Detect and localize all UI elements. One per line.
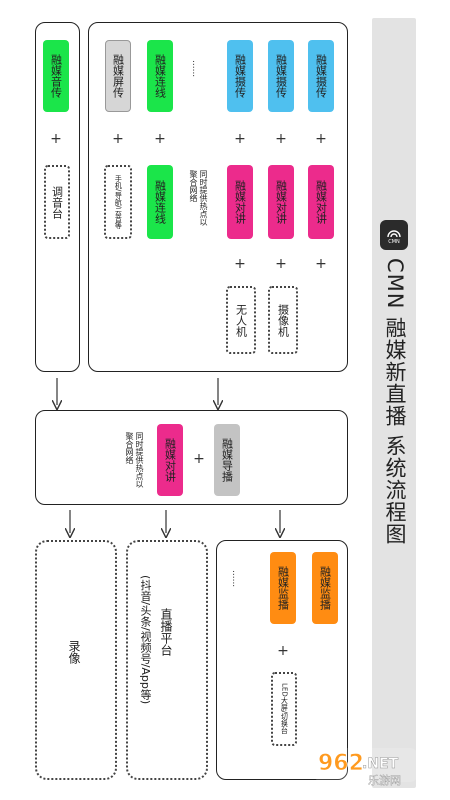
record-panel (35, 540, 117, 780)
box-rongmei-daobo: 融媒导播 (214, 424, 240, 496)
left-panel (35, 22, 80, 372)
plus-icon: + (234, 131, 246, 147)
cmn-logo: CMN (380, 220, 408, 250)
plus-icon: + (275, 131, 287, 147)
box-rongmei-lianxian-1: 融媒连线 (147, 40, 173, 112)
box-rongmei-shechuan-3: 融媒摄传 (227, 40, 253, 112)
box-rongmei-lianxian-2: 融媒连线 (147, 165, 173, 239)
plus-icon: + (50, 131, 62, 147)
plus-icon: + (315, 131, 327, 147)
ellipsis: ...... (190, 60, 200, 78)
box-rongmei-duijiang-mid: 融媒对讲 (157, 424, 183, 496)
svg-text:CMN: CMN (388, 239, 400, 245)
box-rongmei-shechuan-1: 融媒摄传 (308, 40, 334, 112)
page-title: CMN 融媒新直播 系统流程图 (383, 258, 407, 545)
box-rongmei-pingchuan: 融媒屏传 (105, 40, 131, 112)
middle-panel (35, 410, 348, 505)
monitor-panel (216, 540, 348, 780)
platform-label: 直播平台 (159, 608, 173, 656)
record-label: 录像 (67, 640, 81, 664)
title-bar (372, 18, 416, 788)
box-rongmei-duijiang-3: 融媒对讲 (227, 165, 253, 239)
dashed-led: LED大屏/切换台 (271, 672, 297, 746)
ellipsis-monitor: ...... (230, 570, 240, 588)
dashed-phone: 手机/导航/云音等 (104, 165, 132, 239)
plus-icon: + (234, 256, 246, 272)
box-rongmei-duijiang-2: 融媒对讲 (268, 165, 294, 239)
svg-text:.NET: .NET (362, 756, 399, 772)
hotspot-note: 同时提供热点以聚合网络 (189, 170, 208, 226)
plus-icon: + (112, 131, 124, 147)
box-rongmei-shechuan-2: 融媒摄传 (268, 40, 294, 112)
platform-panel (126, 540, 208, 780)
dashed-drone: 无人机 (226, 286, 256, 354)
box-rongmei-jianbo-1: 融媒监播 (312, 552, 338, 624)
box-rongmei-jianbo-2: 融媒监播 (270, 552, 296, 624)
plus-icon: + (277, 643, 289, 659)
signal-icon: CMN (387, 230, 401, 245)
box-rongmei-yinchuan: 融媒音传 (43, 40, 69, 112)
plus-icon: + (315, 256, 327, 272)
svg-text:乐游网: 乐游网 (368, 774, 401, 787)
watermark-logo: 962 .NET 乐游网 (314, 748, 418, 787)
watermark: 962 .NET 乐游网 (310, 740, 422, 790)
middle-note: 同时提供热点以聚合网络 (125, 432, 144, 488)
dashed-mixer: 调音台 (44, 165, 70, 239)
box-rongmei-duijiang-1: 融媒对讲 (308, 165, 334, 239)
svg-text:962: 962 (318, 751, 364, 776)
plus-icon: + (154, 131, 166, 147)
platform-sublabel: (抖音/头条/视频号/App等) (139, 575, 152, 705)
top-panel (88, 22, 348, 372)
plus-icon: + (193, 451, 205, 467)
dashed-camera: 摄像机 (268, 286, 298, 354)
plus-icon: + (275, 256, 287, 272)
